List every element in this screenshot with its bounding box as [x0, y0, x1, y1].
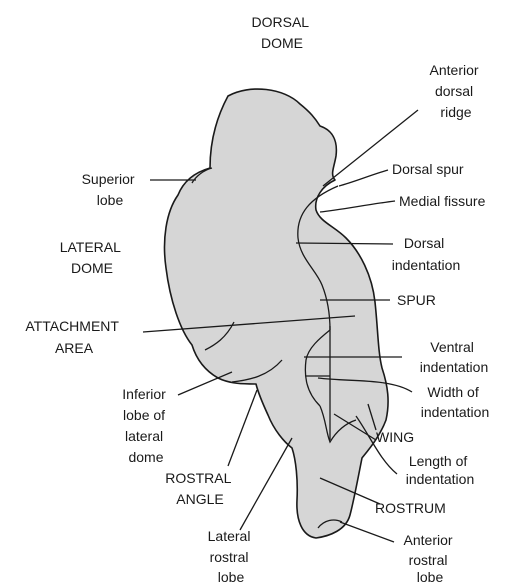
label-rostrum: ROSTRUM	[375, 500, 446, 516]
label-anterior-rostral-lobe: Anterior rostral lobe	[404, 532, 457, 585]
label-inferior-lobe: Inferior lobe of lateral dome	[122, 386, 169, 465]
label-medial-fissure: Medial fissure	[399, 193, 486, 209]
label-attachment-area: ATTACHMENT AREA	[25, 318, 122, 356]
label-ventral-indentation: Ventral indentation	[420, 339, 489, 375]
label-spur: SPUR	[397, 292, 436, 308]
leader-inferior-lobe	[178, 372, 232, 395]
label-length-of-indentation: Length of indentation	[406, 453, 475, 487]
leader-lateral-rostral-lobe	[240, 438, 292, 530]
label-anterior-dorsal-ridge: Anterior dorsal ridge	[430, 62, 483, 120]
label-dorsal-spur: Dorsal spur	[392, 161, 464, 177]
label-dorsal-dome: DORSAL DOME	[252, 14, 313, 51]
leader-rostral-angle	[228, 390, 257, 466]
label-rostral-angle: ROSTRAL ANGLE	[165, 470, 235, 507]
label-lateral-dome: LATERAL DOME	[60, 239, 125, 276]
leader-medial-fissure	[320, 201, 395, 212]
leader-anterior-rostral-lobe	[340, 522, 394, 542]
leader-dorsal-spur	[339, 170, 388, 186]
label-width-of-indentation: Width of indentation	[421, 384, 490, 420]
label-lateral-rostral-lobe: Lateral rostral lobe	[208, 528, 255, 585]
label-wing: WING	[376, 429, 414, 445]
label-superior-lobe: Superior lobe	[82, 171, 139, 208]
label-dorsal-indentation: Dorsal indentation	[392, 235, 461, 273]
